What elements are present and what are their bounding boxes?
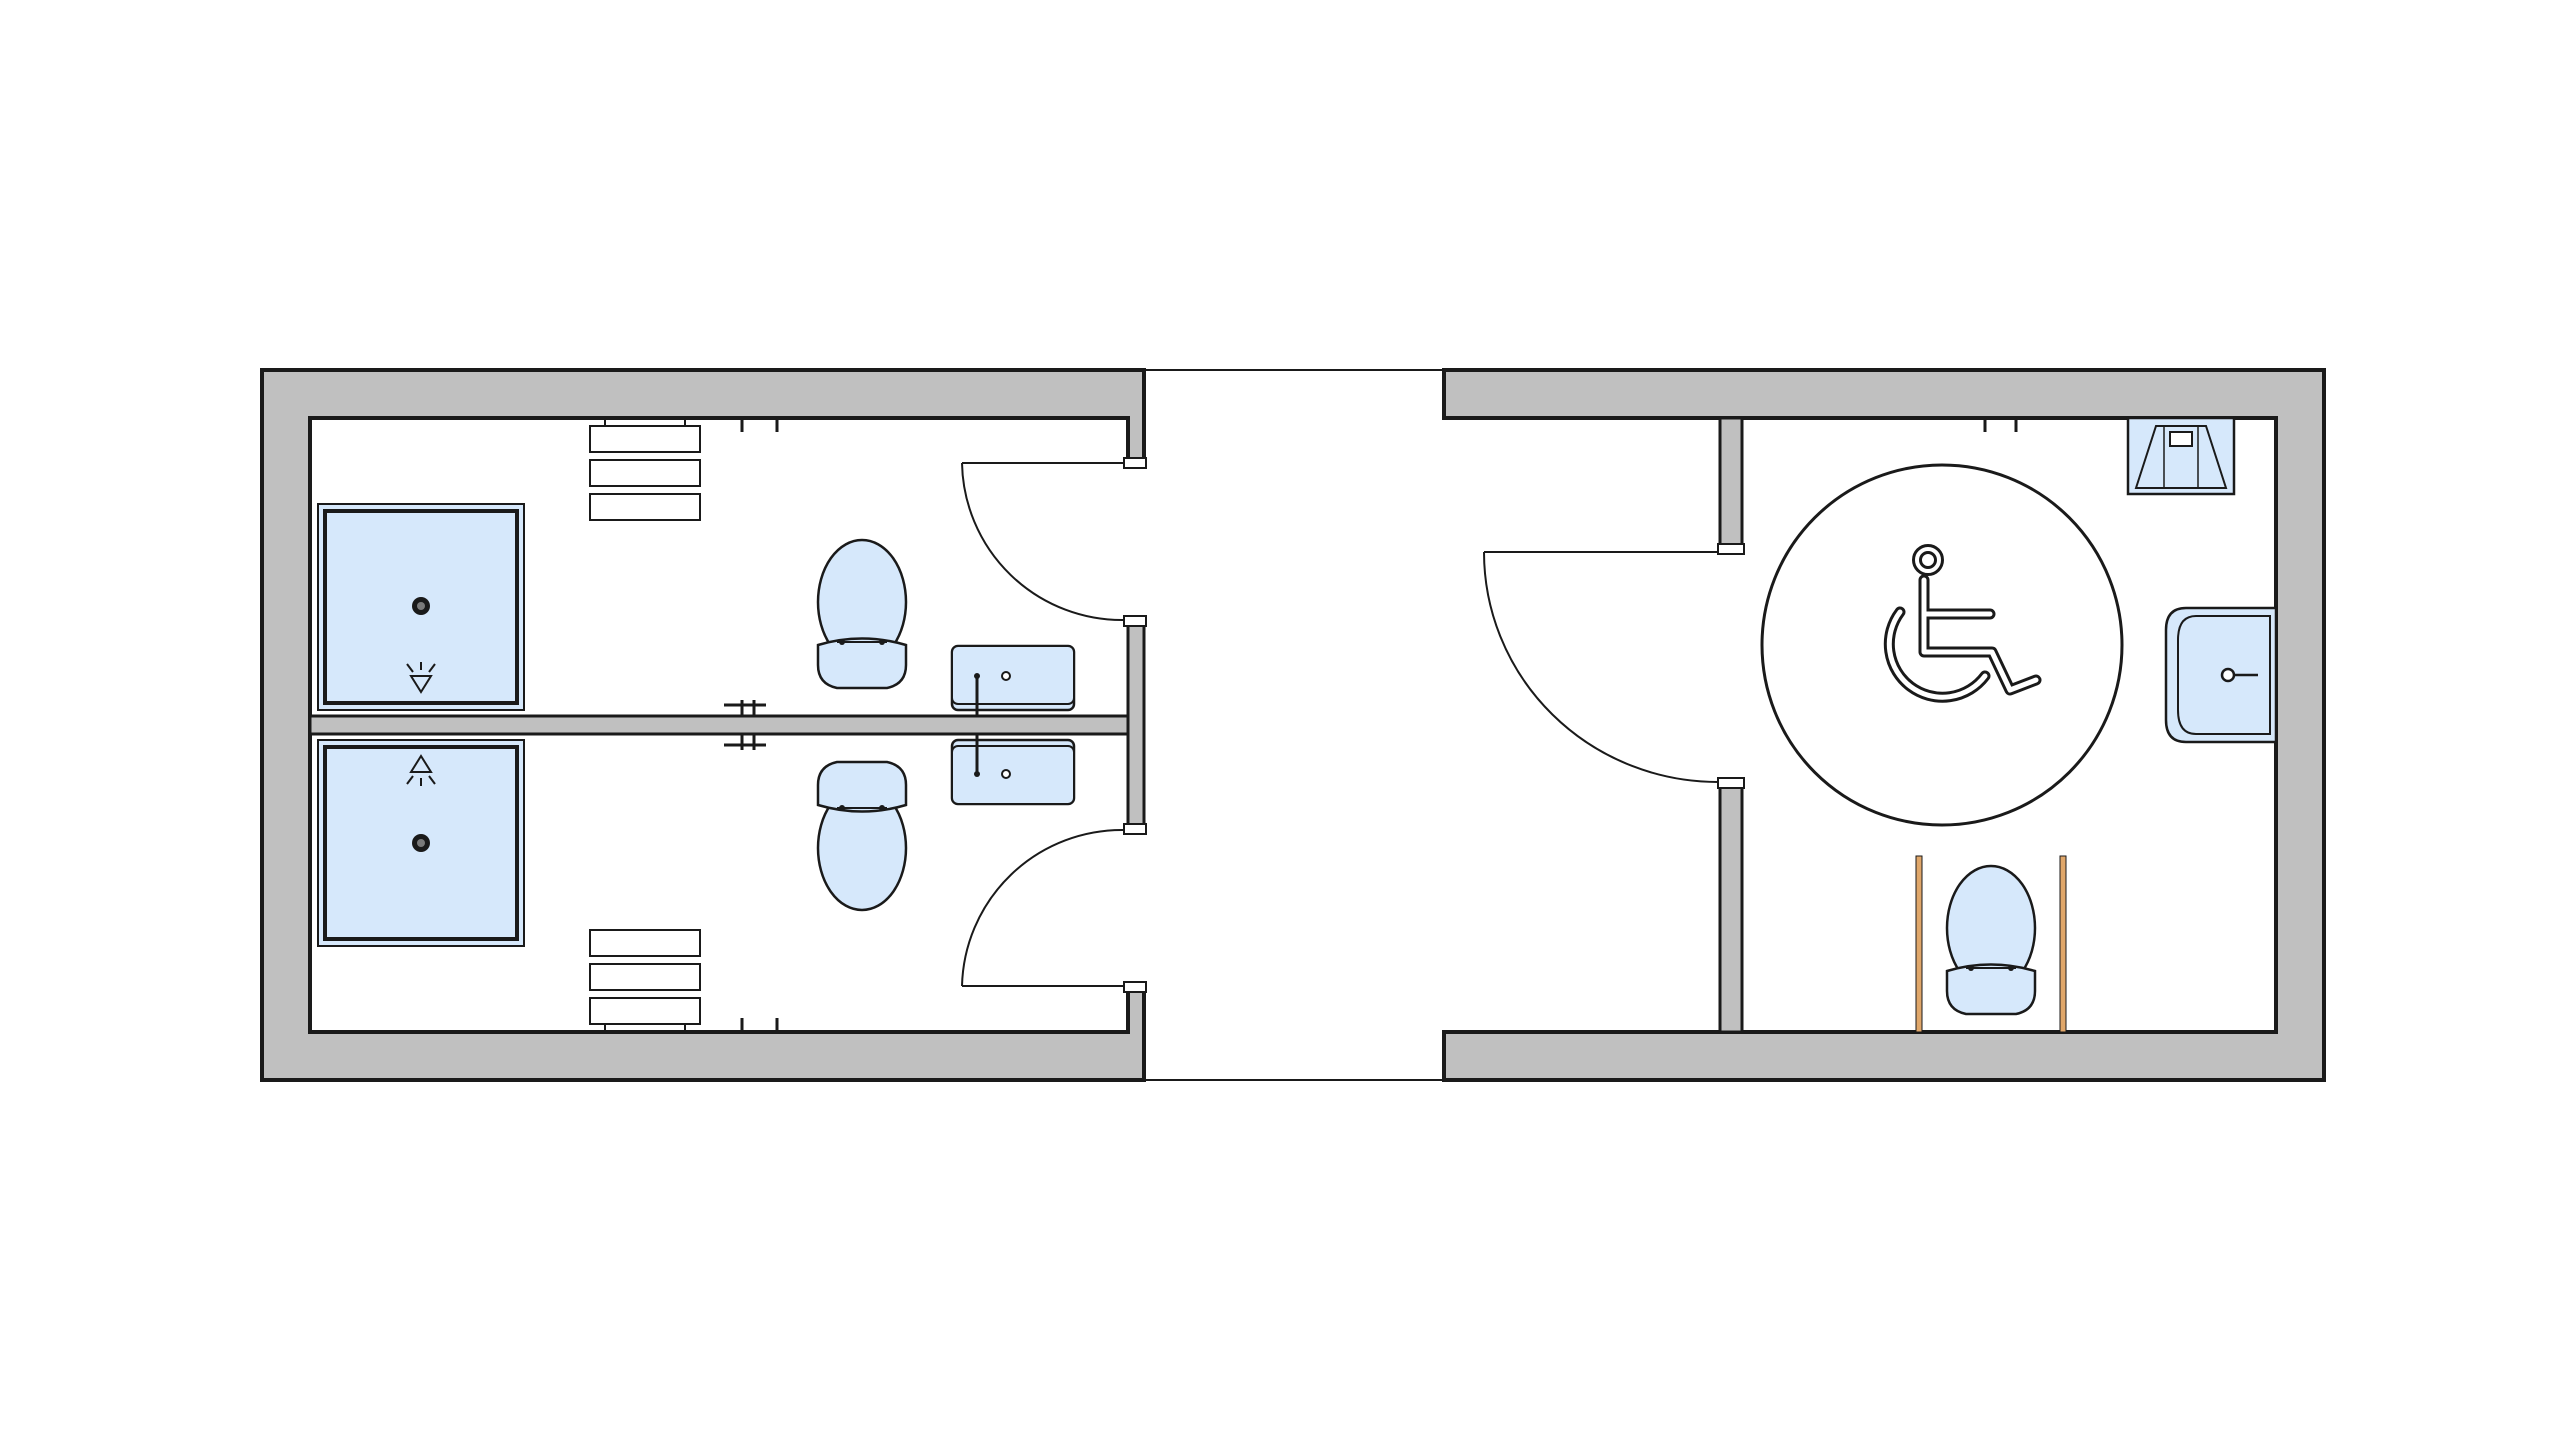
corner-sink <box>2126 416 2236 496</box>
wall-marks <box>1983 418 2018 432</box>
right-block <box>1442 368 2326 1082</box>
bathroom-upper-left <box>316 418 1076 716</box>
corridor <box>1144 369 1444 1081</box>
washbasin <box>950 644 1076 716</box>
towel-rack-hooks <box>604 1024 686 1032</box>
door-jamb <box>1123 823 1147 835</box>
door-jamb <box>1123 457 1147 469</box>
toilet <box>816 760 908 912</box>
washbasin <box>2164 606 2278 744</box>
door-jamb <box>1717 777 1745 789</box>
inner-wall-upper <box>1718 416 1744 548</box>
door-lower-left[interactable] <box>961 828 1125 987</box>
floor-drain-icon <box>412 834 430 852</box>
door-jamb <box>1717 543 1745 555</box>
toilet <box>1945 864 2037 1016</box>
door-upper-left[interactable] <box>961 462 1125 622</box>
towel-rack-hooks <box>604 418 686 426</box>
towel-rack <box>589 929 701 1025</box>
inner-wall-lower <box>1718 784 1744 1034</box>
bathroom-lower-left <box>316 734 1076 1032</box>
shower-head-icon <box>406 662 436 694</box>
wall-marks <box>724 418 779 1032</box>
floor-drain-icon <box>412 597 430 615</box>
shower-head-icon <box>406 754 436 786</box>
left-middle-jamb-wall <box>1126 620 1146 830</box>
grab-bar <box>2059 855 2067 1033</box>
towel-rack <box>589 425 701 521</box>
grab-bar <box>1915 855 1923 1033</box>
left-block <box>260 368 1147 1082</box>
door-accessible[interactable] <box>1483 551 1719 783</box>
door-jamb <box>1123 615 1147 627</box>
door-jamb <box>1123 981 1147 993</box>
toilet <box>816 538 908 690</box>
turning-circle <box>1760 463 2124 827</box>
left-partition-wall <box>308 714 1130 736</box>
wheelchair-icon <box>1883 544 2042 703</box>
washbasin <box>950 734 1076 806</box>
